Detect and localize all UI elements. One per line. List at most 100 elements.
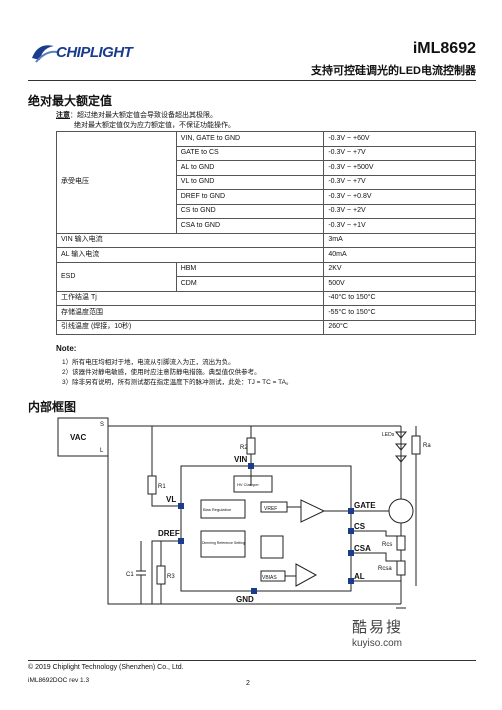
al-label: AL	[354, 572, 365, 581]
pin-dref	[178, 538, 184, 544]
ratings-table: 承受电压 VIN, GATE to GND -0.3V ~ +60V GATE …	[55, 131, 476, 335]
dref-label: DREF	[158, 529, 180, 538]
document-title: 支持可控硅调光的LED电流控制器	[311, 65, 476, 77]
table-label-cell: VIN 输入电流	[55, 232, 325, 248]
page-number: 2	[246, 680, 250, 687]
table-row: CSA to GND -0.3V ~ +1V	[57, 218, 476, 234]
part-number: iML8692	[412, 40, 476, 57]
table-value-cell: 500V	[323, 276, 476, 292]
watermark-url: kuyiso.com	[352, 638, 403, 649]
header-divider	[28, 80, 476, 81]
led-symbol-1	[394, 431, 408, 439]
table-value-cell: 260°C	[323, 319, 476, 335]
table-value-cell: -0.3V ~ +7V	[323, 174, 476, 190]
rcs-resistor	[396, 535, 406, 551]
table-row: ESD HBM 2KV	[56, 261, 476, 292]
footer-divider	[28, 660, 476, 661]
table-row: VIN 输入电流 3mA	[55, 232, 476, 248]
bias-regulation-label: Bias Regulation	[203, 507, 231, 512]
cs-wire	[351, 530, 397, 537]
table-value-cell: -0.3V ~ +500V	[323, 160, 476, 176]
dref-wire	[151, 540, 181, 604]
vl-wire	[151, 494, 181, 507]
table-value-cell: -0.3V ~ +7V	[323, 145, 476, 161]
r2-label: R2	[240, 445, 248, 451]
table-value-cell: 2KV	[323, 261, 476, 277]
vl-label: VL	[166, 495, 176, 504]
table-param-cell: HBM	[175, 261, 325, 277]
table-param-cell: AL to GND	[175, 160, 325, 176]
pin-s-label: S	[100, 422, 104, 428]
brand-name: CHIPLIGHT	[56, 44, 133, 61]
hv-clamper-label: HV Clamper	[237, 482, 259, 487]
r3-label: R3	[167, 574, 175, 580]
c1-label: C1	[126, 572, 134, 578]
table-label-cell: 存储温度范围	[55, 305, 325, 321]
table-row: VL to GND -0.3V ~ +7V	[57, 174, 476, 190]
watermark-text: 酷易搜	[352, 618, 404, 636]
table-value-cell: -0.3V ~ +0.8V	[323, 189, 476, 205]
pin-al	[348, 578, 354, 584]
pin-gnd	[251, 588, 257, 594]
ra-resistor	[411, 435, 421, 455]
led-symbol-2	[394, 443, 408, 451]
gnd-label: GND	[236, 595, 254, 604]
r2-resistor	[246, 437, 256, 455]
note-text-1: ：超过绝对最大额定值会导致设备超出其极限。	[70, 112, 217, 119]
pin-l-label: L	[100, 448, 104, 454]
table-param-cell: VIN, GATE to GND	[175, 131, 325, 147]
logic-block	[260, 535, 284, 559]
table-value-cell: -0.3V ~ +2V	[323, 203, 476, 219]
dimming-reference-block	[200, 530, 246, 558]
table-value-cell: -55°C to 150°C	[323, 305, 476, 321]
pin-vl	[178, 503, 184, 509]
r1-label: R1	[158, 484, 166, 490]
footer-copyright: © 2019 Chiplight Technology (Shenzhen) C…	[28, 664, 184, 671]
pin-csa	[348, 550, 354, 556]
table-param-cell: VL to GND	[175, 174, 325, 190]
table-param-cell: GATE to CS	[175, 145, 325, 161]
table-param-cell: CS to GND	[175, 203, 325, 219]
notes-title: Note:	[56, 344, 77, 353]
table-row: 存储温度范围 -55°C to 150°C	[55, 305, 476, 321]
dimming-reference-label: Dimming Reference Setting	[202, 541, 245, 545]
table-row: CDM 500V	[57, 276, 476, 292]
table-value-cell: 40mA	[323, 247, 476, 263]
table-row: 工作结温 Tj -40°C to 150°C	[55, 290, 476, 306]
table-row: AL 输入电流 40mA	[55, 247, 476, 263]
opamp-symbol	[300, 499, 326, 523]
note-line-1: 注意：超过绝对最大额定值会导致设备超出其极限。	[56, 110, 217, 120]
pin-gate	[348, 508, 354, 514]
vbias-label: VBIAS	[262, 575, 277, 581]
rcsa-label: Rcsa	[378, 566, 392, 572]
table-row: GATE to CS -0.3V ~ +7V	[57, 145, 476, 161]
block-diagram: S L R1 R2 R3 C1 Ra Rcs Rcsa LEDs HV Clam…	[57, 417, 431, 609]
bottom-rail	[107, 452, 401, 605]
note-item-1: 1）所有电压均相对于地，电流从引脚流入为正，流出为负。	[62, 359, 235, 366]
rcsa-resistor	[396, 560, 406, 576]
table-value-cell: 3mA	[323, 232, 476, 248]
table-group-cell: 承受电压	[56, 131, 177, 234]
table-param-cell: CSA to GND	[175, 218, 325, 234]
vac-label: VAC	[70, 433, 87, 442]
csa-wire	[351, 552, 397, 562]
pin-vin	[248, 463, 254, 469]
comparator-symbol	[295, 563, 318, 587]
led-label: LEDs	[382, 432, 395, 438]
csa-label: CSA	[354, 544, 371, 553]
gate-label: GATE	[354, 501, 376, 510]
table-group-cell: ESD	[56, 261, 177, 292]
r1-resistor	[147, 475, 157, 495]
table-label-cell: 引线温度 (焊接，10秒)	[55, 319, 325, 335]
note-item-2: 2）该器件对静电敏感，使用时应注意防静电措施。典型值仅供参考。	[62, 369, 261, 376]
mosfet-symbol	[388, 498, 414, 524]
table-row: DREF to GND -0.3V ~ +0.8V	[57, 189, 476, 205]
table-row: AL to GND -0.3V ~ +500V	[57, 160, 476, 176]
table-value-cell: -0.3V ~ +60V	[323, 131, 476, 147]
cs-label: CS	[354, 522, 366, 531]
vin-label: VIN	[234, 455, 248, 464]
note-line-2: 绝对最大额定值仅为应力额定值，不保证功能操作。	[74, 122, 235, 129]
chiplight-logo	[32, 45, 59, 63]
section-title-block-diagram: 内部框图	[28, 400, 77, 414]
vref-label: VREF	[264, 506, 277, 512]
